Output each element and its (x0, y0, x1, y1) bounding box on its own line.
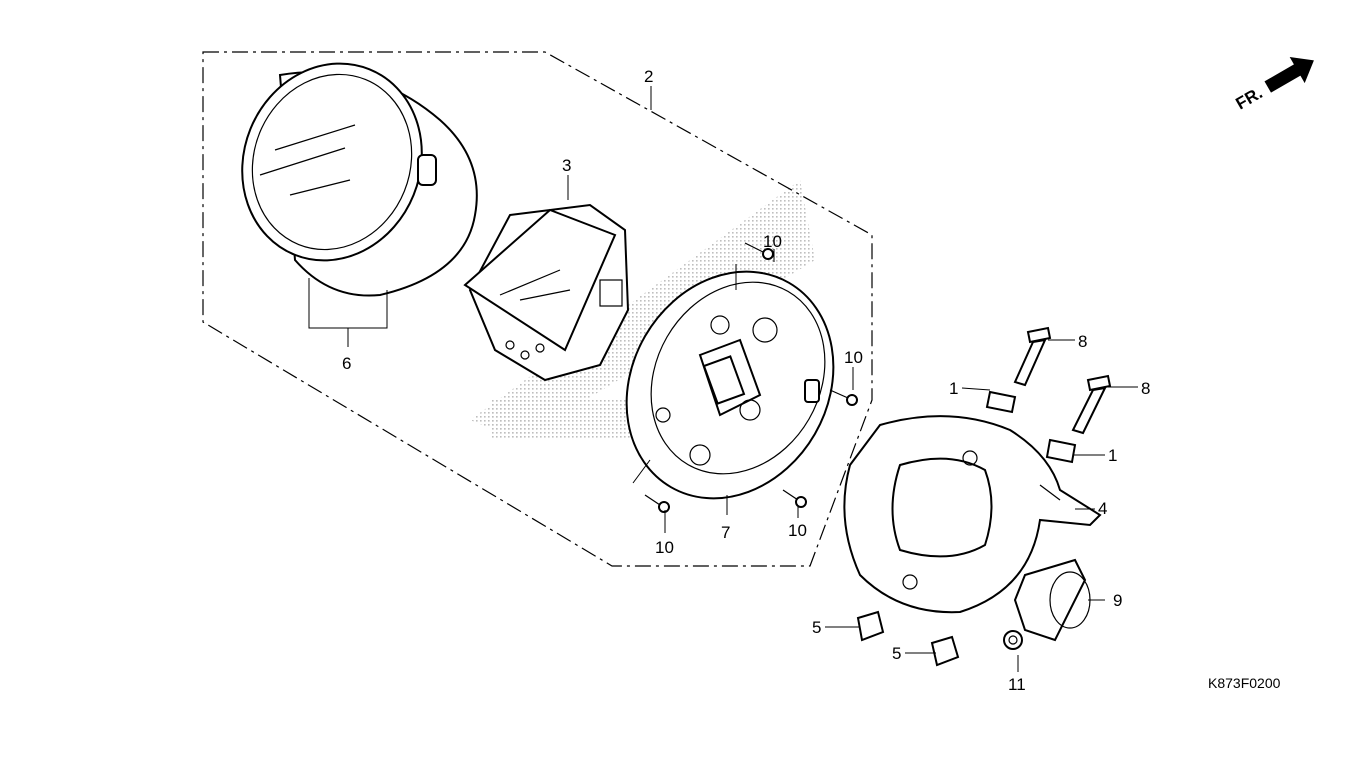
callout-3: 3 (562, 156, 571, 175)
bolt-8-a (1013, 326, 1052, 387)
callout-10-top: 10 (763, 232, 782, 251)
callout-8-bottom: 8 (1141, 379, 1150, 398)
grommet-1-b (1045, 438, 1077, 464)
front-direction-label: FR. (1233, 83, 1266, 113)
leader-lines (308, 86, 1138, 672)
diagram-code: K873F0200 (1208, 675, 1281, 691)
screw-11 (1003, 630, 1023, 650)
bolt-8-b (1071, 374, 1112, 435)
meter-case (241, 62, 478, 297)
callout-6: 6 (342, 354, 351, 373)
meter-cover (843, 415, 1102, 614)
screw-10-right (829, 389, 858, 406)
callout-1-bottom: 1 (1108, 446, 1117, 465)
grommet-1-a (985, 390, 1017, 414)
callout-11: 11 (1008, 675, 1026, 694)
assembly-outline (202, 51, 873, 567)
screw-10-upper (744, 242, 774, 260)
callout-10-right: 10 (844, 348, 863, 367)
arrow-right-icon (1264, 57, 1314, 93)
callout-9: 9 (1113, 591, 1122, 610)
callout-10-bottom-right: 10 (788, 521, 807, 540)
callout-7: 7 (721, 523, 730, 542)
screw-10-lower-left (644, 494, 670, 513)
callout-1-top: 1 (949, 379, 958, 398)
mount-5-a (856, 610, 885, 642)
callout-4: 4 (1098, 499, 1107, 518)
callout-2: 2 (644, 67, 653, 86)
meter-housing (625, 270, 835, 500)
front-direction-indicator: FR. (1233, 57, 1314, 113)
clamp-9 (1013, 558, 1091, 642)
callout-5-left: 5 (812, 618, 821, 637)
mount-5-b (930, 635, 960, 667)
callout-10-bottom-left: 10 (655, 538, 674, 557)
screw-10-lower-right (782, 489, 807, 508)
callout-5-right: 5 (892, 644, 901, 663)
callout-8-top: 8 (1078, 332, 1087, 351)
meter-circuit-board (463, 203, 630, 382)
